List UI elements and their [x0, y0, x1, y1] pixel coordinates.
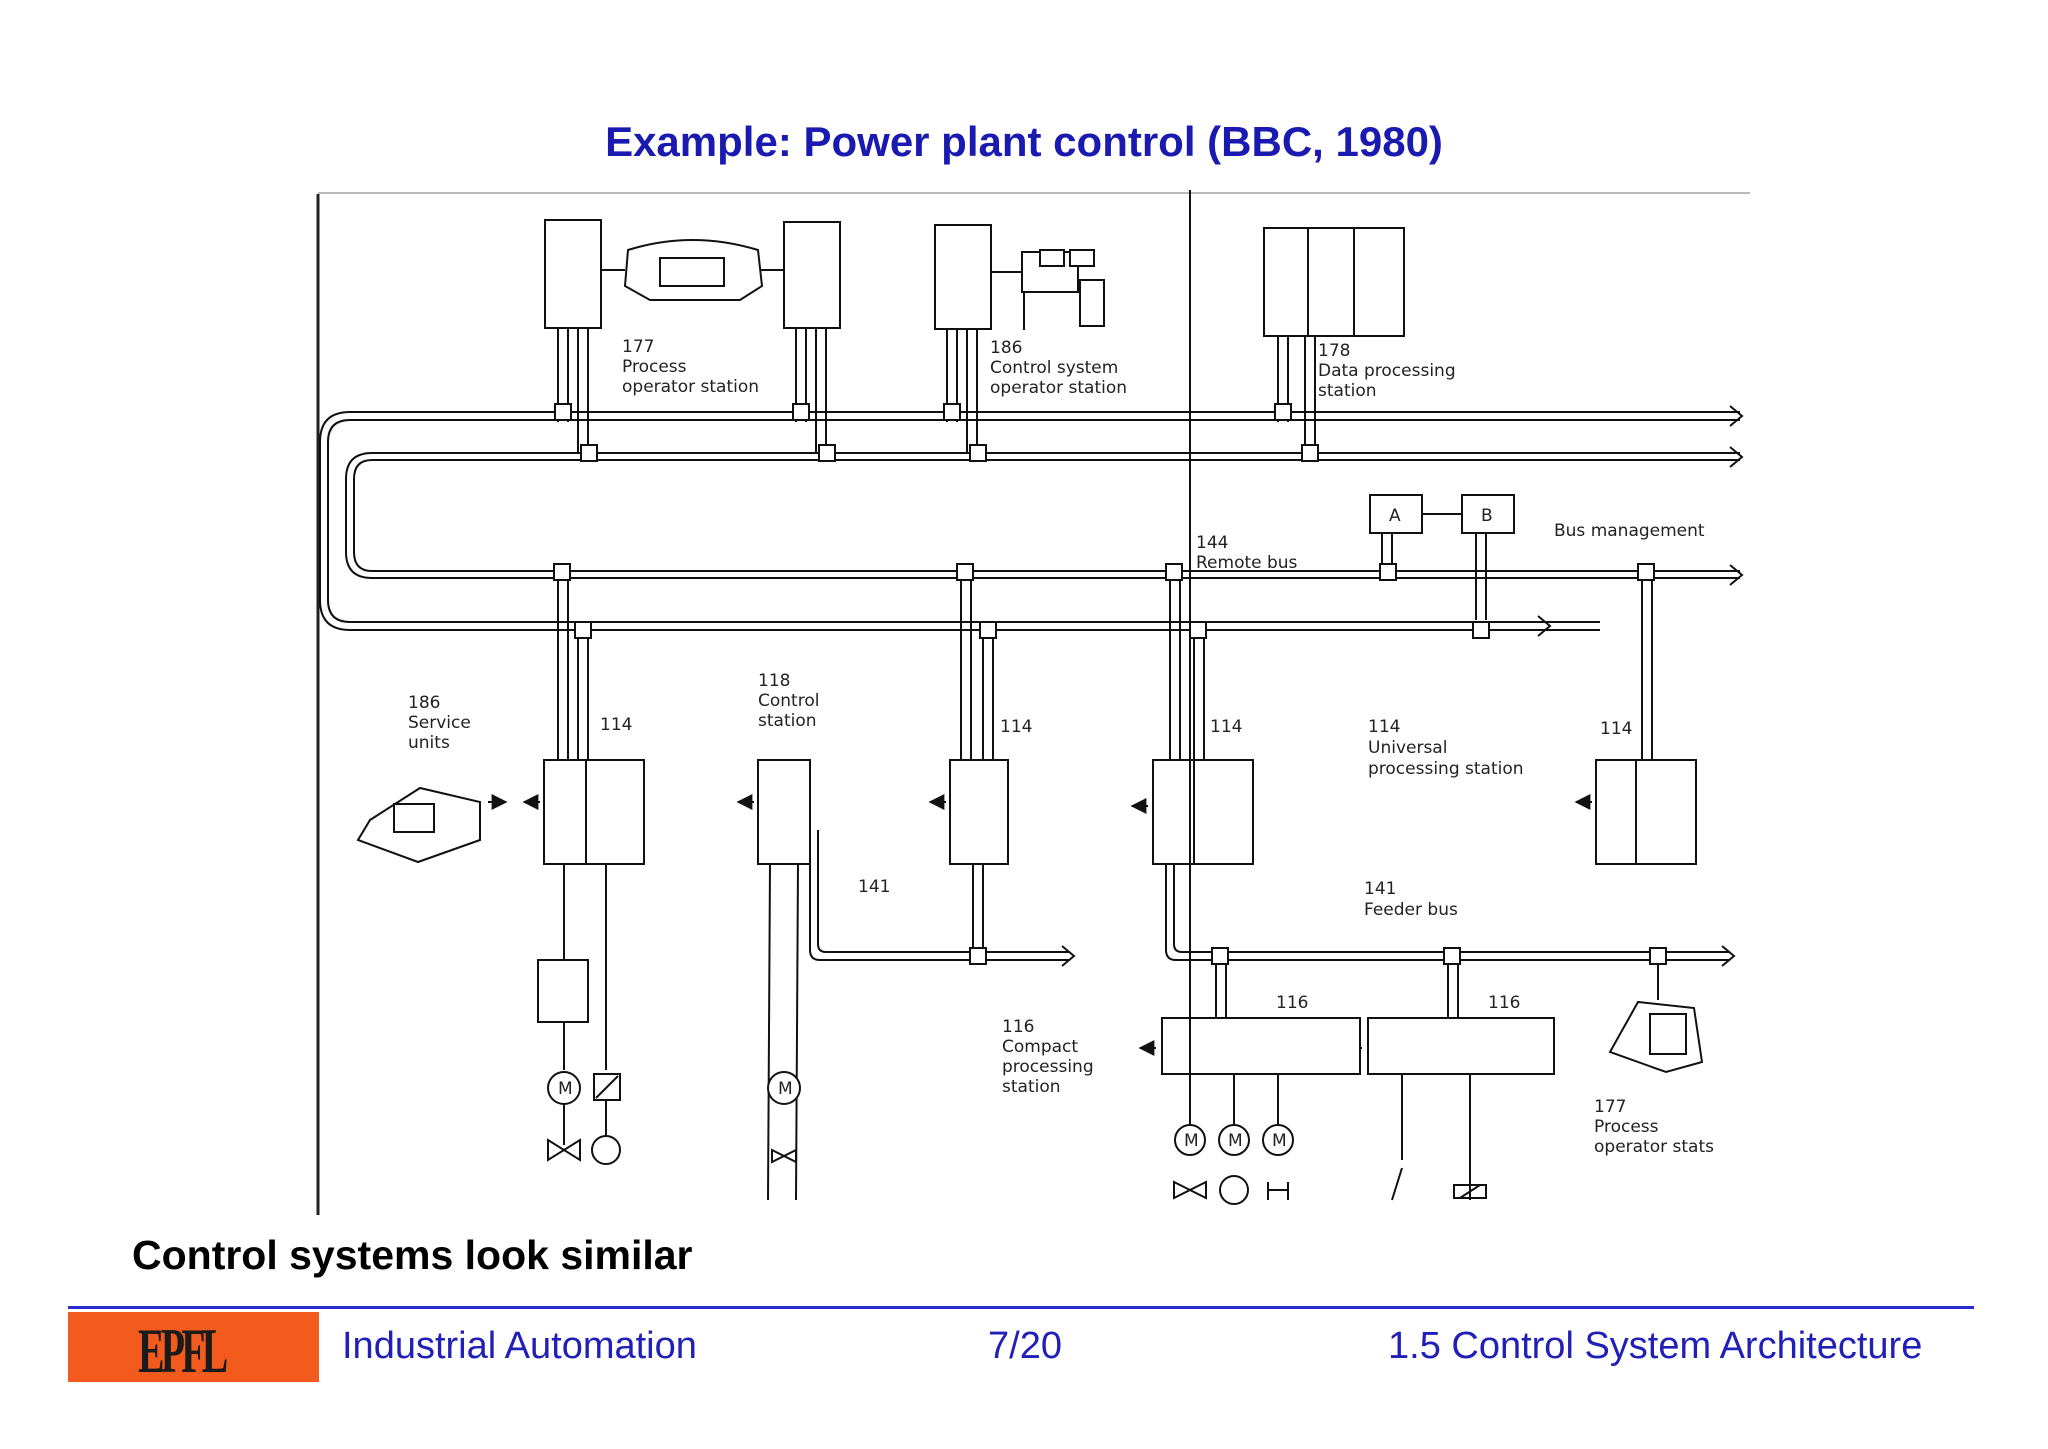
label-114d-2: processing station [1368, 759, 1524, 779]
label-114e: 114 [1600, 719, 1632, 739]
power-plant-control-diagram: 177 Process operator station 186 Control… [316, 190, 1750, 1215]
label-118-2: station [758, 711, 817, 731]
footer-page-number: 7/20 [988, 1325, 1062, 1367]
motor-label: M [1272, 1131, 1287, 1151]
data-processing-station-178 [1263, 227, 1405, 452]
process-operator-station-177 [544, 219, 841, 452]
label-a: A [1389, 506, 1401, 526]
diagram-labels: 177 Process operator station 186 Control… [408, 337, 1714, 1157]
label-118-num: 118 [758, 671, 790, 691]
bus-nodes [553, 403, 1655, 639]
process-operator-stats-177 [1608, 964, 1704, 1074]
label-186a-2: operator station [990, 378, 1127, 398]
label-141b-num: 141 [1364, 879, 1396, 899]
label-144-num: 144 [1196, 533, 1228, 553]
label-144-1: Remote bus [1196, 553, 1298, 573]
label-114b: 114 [1000, 717, 1032, 737]
label-116c-1: Compact [1002, 1037, 1078, 1057]
label-177a-1: Process [622, 357, 687, 377]
label-114d-num: 114 [1368, 717, 1400, 737]
compact-processing-stations-116 [1161, 190, 1555, 1205]
label-114c: 114 [1210, 717, 1242, 737]
slide-title: Example: Power plant control (BBC, 1980) [605, 118, 1443, 165]
label-141b-1: Feeder bus [1364, 900, 1458, 920]
plant-bus-upper [319, 411, 1740, 631]
label-186a-num: 186 [990, 338, 1022, 358]
motor-label: M [558, 1079, 573, 1099]
slide-subtitle: Control systems look similar [132, 1232, 693, 1278]
label-116b: 116 [1488, 993, 1520, 1013]
label-116c-num: 116 [1002, 1017, 1034, 1037]
label-b: B [1481, 506, 1493, 526]
motor-label: M [1228, 1131, 1243, 1151]
universal-processing-stations-114 [543, 580, 1697, 865]
label-177a-2: operator station [622, 377, 759, 397]
label-177b-1: Process [1594, 1117, 1659, 1137]
feeder-bus-141-right [1165, 864, 1736, 967]
motor-label: M [778, 1079, 793, 1099]
label-178-2: station [1318, 381, 1377, 401]
label-177b-num: 177 [1594, 1097, 1626, 1117]
footer-rule [68, 1306, 1974, 1309]
epfl-logo-text: EPFL [138, 1315, 228, 1382]
label-116c-3: station [1002, 1077, 1061, 1097]
label-186a-1: Control system [990, 358, 1118, 378]
label-bus-management: Bus management [1554, 521, 1705, 541]
label-141a: 141 [858, 877, 890, 897]
label-177b-2: operator stats [1594, 1137, 1714, 1157]
label-178-num: 178 [1318, 341, 1350, 361]
field-devices-left [537, 864, 801, 1165]
label-114a: 114 [600, 715, 632, 735]
label-177a-num: 177 [622, 337, 654, 357]
footer-course: Industrial Automation [342, 1325, 697, 1367]
motor-label: M [1184, 1131, 1199, 1151]
feeder-bus-141-left [809, 830, 1076, 967]
label-114d-1: Universal [1368, 738, 1447, 758]
epfl-logo: EPFL [68, 1312, 319, 1382]
service-unit-terminal [356, 786, 508, 864]
label-186b-2: units [408, 733, 450, 753]
signal-arrows [522, 794, 1592, 1056]
footer-section: 1.5 Control System Architecture [1388, 1325, 1923, 1367]
label-178-1: Data processing [1318, 361, 1456, 381]
plant-bus-lower [345, 452, 1740, 579]
label-116c-2: processing [1002, 1057, 1094, 1077]
label-186b-num: 186 [408, 693, 440, 713]
label-116a: 116 [1276, 993, 1308, 1013]
label-186b-1: Service [408, 713, 471, 733]
control-station-118 [757, 759, 811, 1201]
label-118-1: Control [758, 691, 819, 711]
